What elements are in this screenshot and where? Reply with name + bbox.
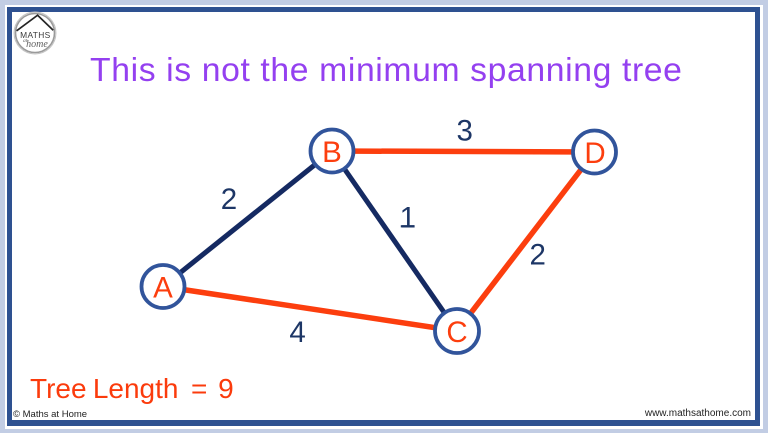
svg-text:home: home: [26, 39, 48, 50]
svg-text:B: B: [322, 136, 342, 169]
svg-text:MATHS: MATHS: [20, 30, 51, 40]
svg-text:1: 1: [400, 201, 416, 234]
svg-text:D: D: [584, 137, 605, 170]
svg-text:3: 3: [456, 114, 472, 147]
svg-text:4: 4: [289, 316, 305, 349]
svg-text:2: 2: [221, 183, 237, 216]
svg-text:C: C: [446, 316, 467, 349]
svg-text:A: A: [153, 271, 173, 304]
svg-text:at: at: [23, 38, 28, 44]
svg-text:2: 2: [529, 239, 545, 272]
